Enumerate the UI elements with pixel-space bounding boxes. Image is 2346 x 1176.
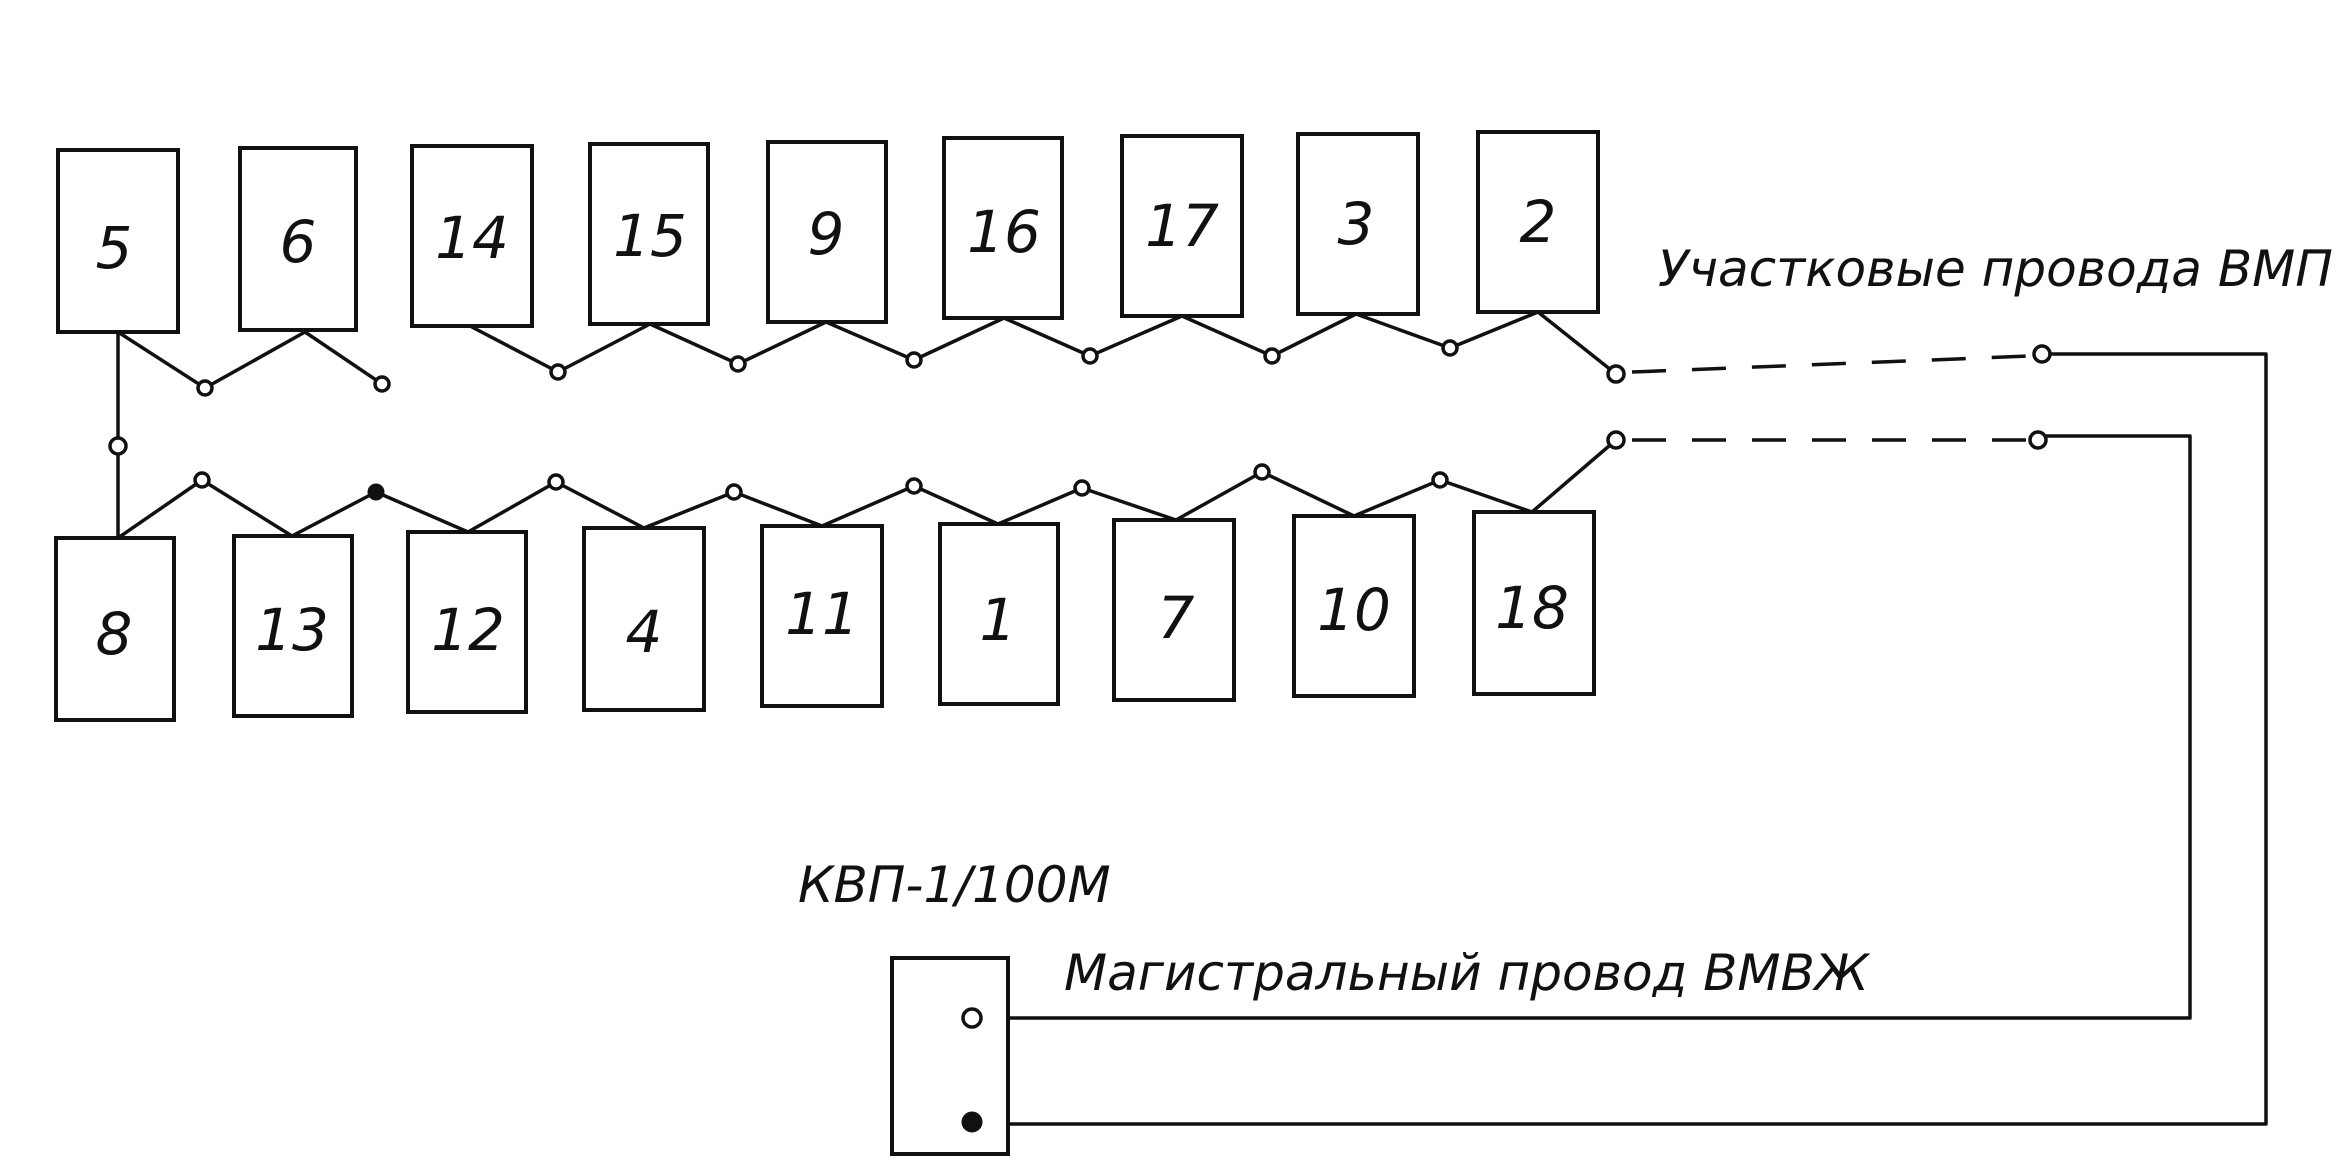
- bottom-wire-nodes: [193, 430, 1626, 501]
- box-number: 17: [1145, 192, 1219, 260]
- bottom-row: 8 13 12 4 11 1 7 10 18: [54, 510, 1596, 722]
- section-wire-dashed-upper: [1631, 354, 2031, 374]
- section-wire-terminal-lower: [2028, 430, 2048, 450]
- bottom-box-8: 10: [1292, 514, 1416, 698]
- top-box-3: 14: [410, 144, 534, 328]
- box-number: 14: [435, 204, 509, 272]
- trunk-wire-label: Магистральный провод ВМВЖ: [1064, 944, 1871, 1002]
- bottom-box-6: 1: [938, 522, 1060, 706]
- bottom-box-9: 18: [1472, 510, 1596, 696]
- top-box-8: 3: [1296, 132, 1420, 316]
- box-number: 15: [613, 202, 687, 270]
- box-number: 1: [980, 586, 1017, 654]
- trunk-wire-inner: [982, 434, 2192, 1020]
- box-number: 7: [1158, 584, 1195, 652]
- box-number: 16: [967, 198, 1041, 266]
- box-number: 13: [255, 596, 329, 664]
- device-terminal-upper: [961, 1007, 983, 1029]
- top-box-2: 6: [238, 146, 358, 332]
- section-wire-terminal-upper: [2032, 344, 2052, 364]
- bottom-box-1: 8: [54, 536, 176, 722]
- top-zigzag-wire-main: [468, 310, 1618, 376]
- box-number: 9: [808, 200, 845, 268]
- box-number: 2: [1520, 188, 1557, 256]
- section-wires-label: Участковые провода ВМП: [1658, 240, 2333, 298]
- device-terminal-lower: [961, 1111, 983, 1133]
- box-number: 8: [96, 600, 133, 668]
- bottom-box-5: 11: [760, 524, 884, 708]
- blasting-device: [890, 956, 1010, 1156]
- device-label: КВП-1/100М: [798, 856, 1111, 914]
- box-number: 5: [96, 214, 133, 282]
- box-number: 18: [1495, 574, 1569, 642]
- box-number: 11: [785, 580, 859, 648]
- bottom-box-7: 7: [1112, 518, 1236, 702]
- top-box-4: 15: [588, 142, 710, 326]
- top-box-5: 9: [766, 140, 888, 324]
- top-box-1: 5: [56, 148, 180, 334]
- box-number: 10: [1317, 576, 1391, 644]
- bottom-box-3: 12: [406, 530, 528, 714]
- top-wire-nodes: [196, 339, 1626, 397]
- bottom-box-4: 4: [582, 526, 706, 712]
- box-number: 3: [1338, 190, 1375, 258]
- top-box-6: 16: [942, 136, 1064, 320]
- link-node: [108, 436, 128, 456]
- top-row: 5 6 14 15 9 16 17 3 2: [56, 130, 1600, 334]
- top-box-9: 2: [1476, 130, 1600, 314]
- top-zigzag-wire-left: [116, 330, 384, 390]
- box-number: 4: [626, 598, 663, 666]
- bottom-box-2: 13: [232, 534, 354, 718]
- box-number: 6: [280, 208, 317, 276]
- trunk-wire-outer: [982, 352, 2268, 1126]
- bottom-zigzag-wire: [116, 438, 1618, 540]
- top-box-7: 17: [1120, 134, 1244, 318]
- box-number: 12: [431, 596, 505, 664]
